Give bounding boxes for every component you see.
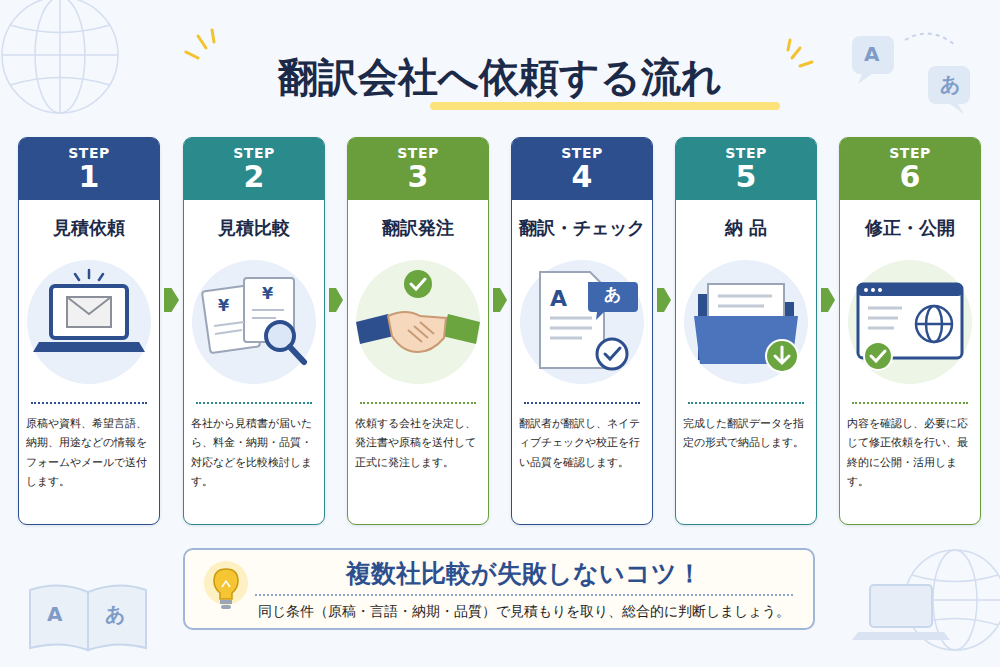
step-number: 2 [244, 161, 265, 193]
flow-arrow [821, 288, 835, 312]
step-header: STEP6 [840, 138, 980, 200]
step-number: 5 [736, 161, 757, 193]
dotted-divider [852, 402, 968, 404]
flow-arrow [164, 288, 179, 312]
dotted-divider [31, 402, 147, 404]
diagram-title: 翻訳会社へ依頼する流れ [0, 52, 1000, 102]
icon-label: A [47, 604, 62, 624]
tip-heading: 複数社比較が失敗しないコツ！ [255, 558, 793, 590]
arrow-shape [493, 288, 507, 312]
step-number: 6 [900, 161, 921, 193]
icon-label: A [550, 288, 567, 310]
dotted-divider [360, 402, 476, 404]
tip-box: 複数社比較が失敗しないコツ！ 同じ条件（原稿・言語・納期・品質）で見積もりを取り、… [183, 548, 815, 630]
step-number: 4 [572, 161, 593, 193]
icon-label: ¥ [262, 286, 273, 302]
icon-label: A [864, 44, 879, 64]
step-header: STEP2 [184, 138, 324, 200]
icon-holder: Aあ [512, 252, 652, 392]
icon-holder [348, 252, 488, 392]
step-title: 修正・公開 [840, 200, 980, 248]
arrow-shape [821, 288, 835, 312]
flow-arrow [657, 288, 671, 312]
step-description: 完成した翻訳データを指定の形式で納品します。 [676, 414, 816, 465]
book-bottom-left [30, 585, 146, 650]
dotted-divider [524, 402, 640, 404]
step-description: 翻訳者が翻訳し、ネイティブチェックや校正を行い品質を確認します。 [512, 414, 652, 484]
step-header: STEP4 [512, 138, 652, 200]
bubbles-top-right [852, 34, 970, 114]
step-header: STEP3 [348, 138, 488, 200]
step-card: STEP1見積依頼 原稿や資料、希望言語、納期、用途などの情報をフォームやメール… [18, 137, 160, 525]
title-underline [430, 102, 780, 110]
laptop-bottom-right [852, 585, 950, 640]
dotted-divider [688, 402, 804, 404]
step-label: STEP [561, 145, 602, 161]
step-title: 見積比較 [184, 200, 324, 248]
step-label: STEP [889, 145, 930, 161]
browser-publish-icon [840, 252, 980, 392]
arrow-shape [329, 288, 343, 312]
step-card: STEP4翻訳・チェック Aあ翻訳者が翻訳し、ネイティブチェックや校正を行い品質… [511, 137, 653, 525]
icon-label: あ [940, 74, 960, 94]
step-number: 1 [79, 161, 100, 193]
arrow-shape [657, 288, 671, 312]
quote-compare-icon [184, 252, 324, 392]
icon-label: ¥ [218, 298, 229, 314]
step-header: STEP1 [19, 138, 159, 200]
step-card: STEP3翻訳発注 依頼する会社を決定し、発注書や原稿を送付して正式に発注します… [347, 137, 489, 525]
step-label: STEP [68, 145, 109, 161]
step-card: STEP2見積比較 ¥¥各社から見積書が届いたら、料金・納期・品質・対応などを比… [183, 137, 325, 525]
lightbulb-icon [201, 559, 251, 615]
step-label: STEP [725, 145, 766, 161]
dotted-divider [255, 594, 793, 596]
delivery-folder-icon [676, 252, 816, 392]
laptop-mail-icon [19, 252, 159, 392]
tip-body: 同じ条件（原稿・言語・納期・品質）で見積もりを取り、総合的に判断しましょう。 [255, 602, 793, 620]
step-description: 原稿や資料、希望言語、納期、用途などの情報をフォームやメールで送付します。 [19, 414, 159, 503]
step-title: 翻訳発注 [348, 200, 488, 248]
step-card: STEP6修正・公開 内容を確認し、必要に応じて修正依頼を行い、最終的に公開・活… [839, 137, 981, 525]
step-label: STEP [233, 145, 274, 161]
step-title: 見積依頼 [19, 200, 159, 248]
step-description: 依頼する会社を決定し、発注書や原稿を送付して正式に発注します。 [348, 414, 488, 484]
flow-arrow [493, 288, 507, 312]
step-number: 3 [408, 161, 429, 193]
step-card: STEP5納 品 完成した翻訳データを指定の形式で納品します。 [675, 137, 817, 525]
icon-label: あ [604, 286, 621, 303]
arrow-shape [164, 288, 179, 312]
step-header: STEP5 [676, 138, 816, 200]
icon-label: あ [105, 604, 125, 624]
flow-arrow [329, 288, 343, 312]
step-description: 内容を確認し、必要に応じて修正依頼を行い、最終的に公開・活用します。 [840, 414, 980, 503]
icon-holder [840, 252, 980, 392]
translate-check-icon [512, 252, 652, 392]
dotted-divider [196, 402, 312, 404]
step-description: 各社から見積書が届いたら、料金・納期・品質・対応などを比較検討します。 [184, 414, 324, 503]
step-title: 翻訳・チェック [512, 200, 652, 248]
icon-holder [676, 252, 816, 392]
step-label: STEP [397, 145, 438, 161]
globe-top-left [2, 0, 118, 113]
step-title: 納 品 [676, 200, 816, 248]
icon-holder [19, 252, 159, 392]
handshake-icon [348, 252, 488, 392]
icon-holder: ¥¥ [184, 252, 324, 392]
